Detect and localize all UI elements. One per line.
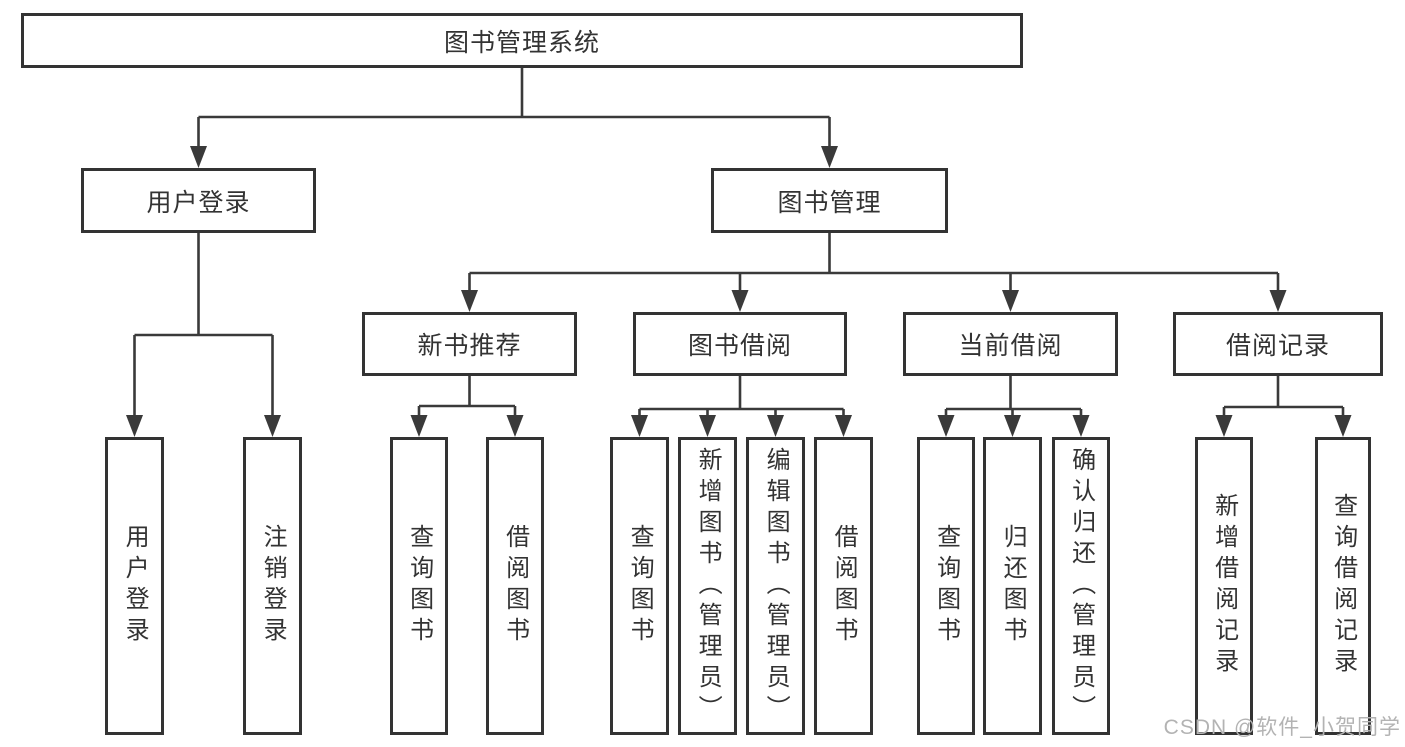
node-label: 图书借阅	[687, 332, 792, 360]
node-label: 当前借阅	[958, 332, 1063, 360]
arrowheads	[126, 146, 1352, 437]
leaf-add-borrow-record: 新增借阅记录	[1195, 437, 1253, 735]
node-label: 归还图书	[999, 524, 1027, 648]
node-new-book-recommendation: 新书推荐	[362, 312, 577, 376]
node-label: 用户登录	[146, 188, 251, 217]
node-label: 借阅记录	[1225, 332, 1330, 360]
node-library-management-system: 图书管理系统	[21, 13, 1023, 68]
leaf-confirm-return-admin: 确认归还（管理员）	[1052, 437, 1110, 735]
leaf-borrow-books-borrowing: 借阅图书	[814, 437, 873, 735]
node-user-login: 用户登录	[81, 168, 316, 233]
leaf-add-book-admin: 新增图书（管理员）	[678, 437, 737, 735]
node-label: 注销登录	[259, 524, 287, 648]
node-label: 查询图书	[626, 524, 654, 648]
leaf-user-login: 用户登录	[105, 437, 164, 735]
node-book-management: 图书管理	[711, 168, 948, 233]
leaf-query-books-borrowing: 查询图书	[610, 437, 669, 735]
leaf-query-borrow-record: 查询借阅记录	[1315, 437, 1371, 735]
node-label: 借阅图书	[830, 524, 858, 648]
leaf-query-books-recommend: 查询图书	[390, 437, 448, 735]
watermark: CSDN @软件_小贺同学	[1163, 716, 1401, 739]
node-label: 图书管理	[777, 188, 882, 217]
node-label: 查询图书	[405, 524, 433, 648]
node-book-borrowing: 图书借阅	[633, 312, 847, 376]
leaf-query-books-current: 查询图书	[917, 437, 975, 735]
node-label: 用户登录	[121, 524, 149, 648]
node-label: 新书推荐	[417, 332, 522, 360]
leaf-logout: 注销登录	[243, 437, 302, 735]
node-label: 确认归还（管理员）	[1067, 446, 1095, 726]
node-label: 借阅图书	[501, 524, 529, 648]
node-label: 编辑图书（管理员）	[762, 446, 790, 726]
leaf-borrow-books-recommend: 借阅图书	[486, 437, 544, 735]
node-label: 新增图书（管理员）	[694, 446, 722, 726]
node-current-borrowing: 当前借阅	[903, 312, 1118, 376]
node-label: 查询借阅记录	[1329, 493, 1357, 679]
node-label: 新增借阅记录	[1210, 493, 1238, 679]
leaf-edit-book-admin: 编辑图书（管理员）	[746, 437, 805, 735]
leaf-return-books: 归还图书	[983, 437, 1042, 735]
node-label: 图书管理系统	[443, 28, 600, 57]
node-borrowing-records: 借阅记录	[1173, 312, 1383, 376]
node-label: 查询图书	[932, 524, 960, 648]
